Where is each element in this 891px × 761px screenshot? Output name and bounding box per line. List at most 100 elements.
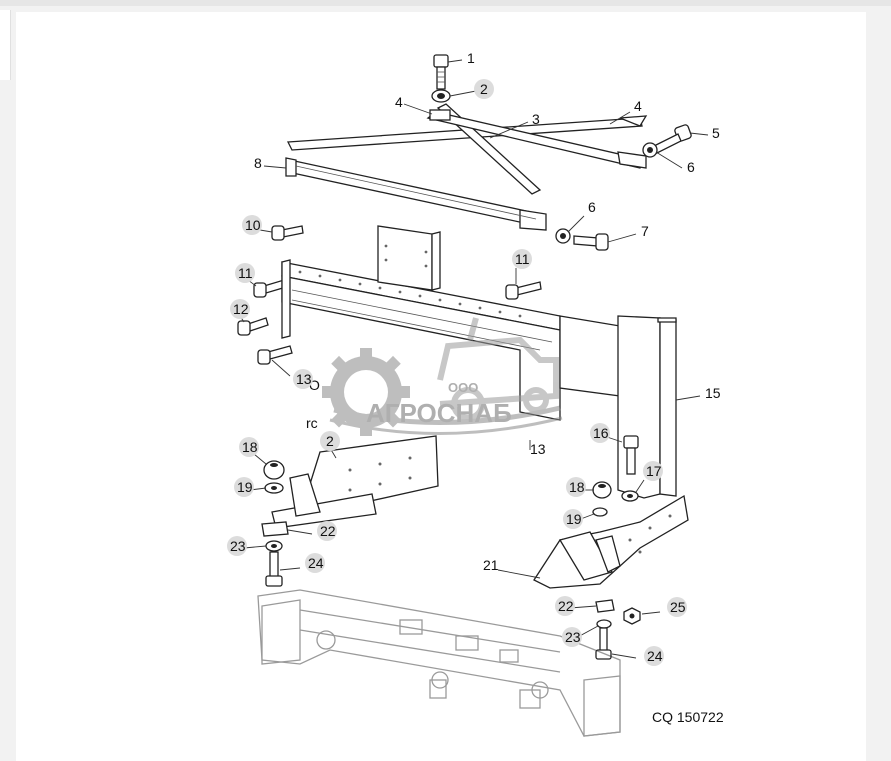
callout-label: 16: [593, 425, 609, 441]
callout-4: 4: [609, 98, 642, 125]
callout-highlight: [667, 597, 687, 617]
callout-label: 11: [238, 265, 253, 281]
callout-10: 10: [242, 215, 273, 235]
washer-23-right: [596, 619, 612, 629]
callout-19: 19: [563, 509, 595, 529]
callout-label: 1: [467, 50, 475, 66]
callout-23: 23: [227, 536, 267, 556]
callout-label: 22: [558, 598, 574, 614]
callout-13: 13: [529, 440, 546, 457]
leader-line: [403, 103, 433, 115]
leader-line: [259, 229, 273, 233]
callout-24: 24: [611, 646, 664, 666]
callout-label: 10: [245, 217, 261, 233]
callout-label: 7: [641, 223, 649, 239]
callout-label: 18: [569, 479, 585, 495]
callout-highlight: [227, 536, 247, 556]
callout-label: 2: [326, 433, 334, 449]
callout-label: 17: [646, 463, 662, 479]
callout-1: 1: [447, 50, 475, 66]
nut-25: [623, 607, 641, 625]
callout-label: 19: [566, 511, 582, 527]
callout-label: 22: [320, 523, 336, 539]
callout-11: 11: [512, 249, 532, 284]
bolt-16: [623, 435, 639, 475]
leader-line: [287, 529, 313, 535]
callout-highlight: [235, 263, 255, 283]
bolt-11-left: [253, 279, 287, 298]
watermark-name: АГРОСНАБ: [366, 398, 512, 428]
callout-highlight: [234, 477, 254, 497]
callout-highlight: [320, 431, 340, 451]
callout-17: 17: [635, 461, 663, 493]
callout-19: 19: [234, 477, 267, 497]
rubber-mount-18-left: [263, 460, 285, 480]
callout-label: 3: [532, 111, 540, 127]
callout-label: 24: [308, 555, 324, 571]
bolt-1: [433, 54, 449, 90]
left-mount-bracket: [271, 435, 439, 529]
cross-bar-8: [285, 157, 547, 231]
leader-line: [447, 59, 463, 63]
leader-line: [689, 132, 709, 136]
bolt-12: [237, 317, 269, 336]
callout-highlight: [305, 553, 325, 573]
callout-label: 13: [530, 441, 546, 457]
callout-label: 21: [483, 557, 499, 573]
callout-label: 24: [647, 648, 663, 664]
callout-highlight: [566, 477, 586, 497]
stray-letters: rc: [306, 415, 318, 431]
callout-label: 15: [705, 385, 721, 401]
callout-25: 25: [641, 597, 687, 617]
callout-label: 25: [670, 599, 686, 615]
brace-bracket-upper: [429, 109, 451, 121]
bolt-10: [271, 225, 304, 241]
callout-highlight: [643, 461, 663, 481]
callout-3: 3: [489, 111, 540, 139]
callout-22: 22: [287, 521, 337, 541]
callout-23: 23: [562, 625, 599, 647]
callout-22: 22: [555, 596, 597, 616]
callout-highlight: [562, 627, 582, 647]
plate-22-left: [261, 521, 289, 537]
callout-label: 23: [565, 629, 581, 645]
bolt-5: [653, 124, 692, 154]
leader-line: [243, 545, 267, 549]
callout-label: 12: [233, 301, 249, 317]
callout-highlight: [317, 521, 337, 541]
callout-4: 4: [395, 94, 433, 115]
callout-8: 8: [254, 155, 287, 171]
nut-6-lower: [555, 228, 571, 244]
washer-23-left: [265, 540, 283, 552]
callout-label: 8: [254, 155, 262, 171]
nut-6-upper: [642, 142, 658, 158]
leader-line: [655, 151, 683, 169]
leader-line: [263, 165, 287, 169]
figure-code: CQ 150722: [652, 709, 724, 725]
callout-label: 11: [515, 251, 530, 267]
callout-highlight: [555, 596, 575, 616]
callout-6: 6: [655, 151, 695, 175]
callout-16: 16: [590, 423, 623, 443]
watermark-logo: ООО АГРОСНАБ: [322, 317, 563, 436]
leader-line: [279, 567, 301, 571]
plate-22-right: [595, 599, 615, 613]
callout-18: 18: [239, 437, 267, 465]
callout-highlight: [293, 369, 313, 389]
cross-brace-4-left: [286, 115, 648, 151]
callout-label: 4: [634, 98, 642, 114]
callout-label: 23: [230, 538, 246, 554]
callout-highlight: [590, 423, 610, 443]
watermark-prefix: ООО: [448, 380, 478, 395]
leader-line: [611, 653, 637, 659]
leader-line: [635, 479, 645, 493]
bolt-7: [573, 233, 609, 251]
leader-line: [567, 215, 585, 233]
callout-2: 2: [449, 79, 494, 99]
callout-label: 5: [712, 125, 720, 141]
gear-icon: [322, 348, 410, 436]
nut-2: [431, 89, 451, 103]
callout-label: 4: [395, 94, 403, 110]
